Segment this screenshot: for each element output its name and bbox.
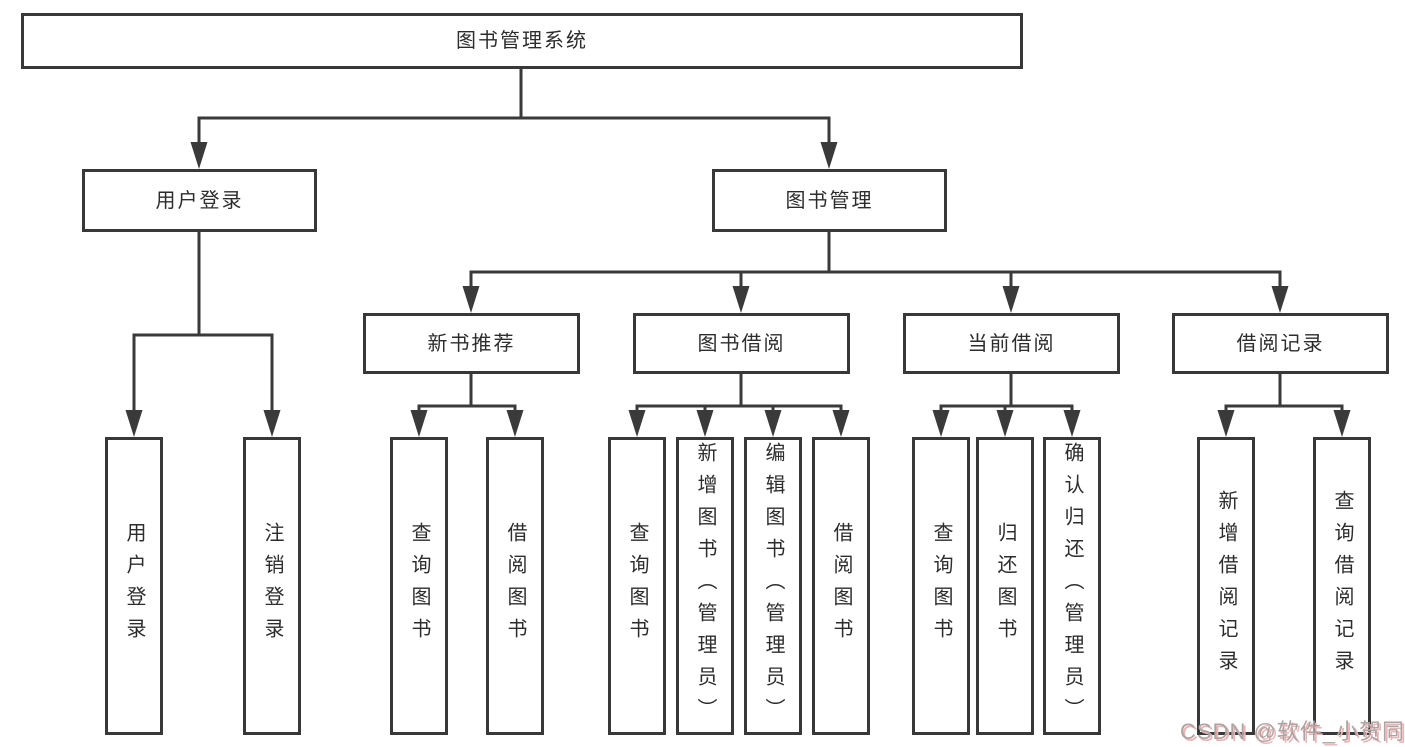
leaf-recommend-borrow-books: 借阅图书 [486, 437, 544, 735]
node-user-login: 用户登录 [82, 169, 317, 232]
leaf-current-query-books: 查询图书 [912, 437, 970, 735]
node-current-borrowing: 当前借阅 [903, 313, 1120, 374]
leaf-borrowing-query-books: 查询图书 [608, 437, 666, 735]
leaf-borrowing-add-books-admin: 新增图书（管理员） [676, 437, 734, 735]
leaf-records-add-record: 新增借阅记录 [1197, 437, 1255, 735]
leaf-user-login: 用户登录 [105, 437, 163, 735]
leaf-logout: 注销登录 [243, 437, 301, 735]
node-new-book-recommend: 新书推荐 [363, 313, 580, 374]
node-book-management: 图书管理 [712, 169, 947, 232]
leaf-records-query-record: 查询借阅记录 [1313, 437, 1371, 735]
leaf-borrowing-edit-books-admin: 编辑图书（管理员） [744, 437, 802, 735]
leaf-recommend-query-books: 查询图书 [390, 437, 448, 735]
node-borrowing-records: 借阅记录 [1172, 313, 1389, 374]
leaf-borrowing-borrow-books: 借阅图书 [812, 437, 870, 735]
csdn-watermark: CSDN @软件_小贺同学 [1180, 719, 1405, 744]
leaf-current-return-books: 归还图书 [976, 437, 1034, 735]
node-book-borrowing: 图书借阅 [633, 313, 850, 374]
leaf-current-confirm-return-admin: 确认归还（管理员） [1043, 437, 1101, 735]
node-system-root: 图书管理系统 [21, 13, 1023, 69]
